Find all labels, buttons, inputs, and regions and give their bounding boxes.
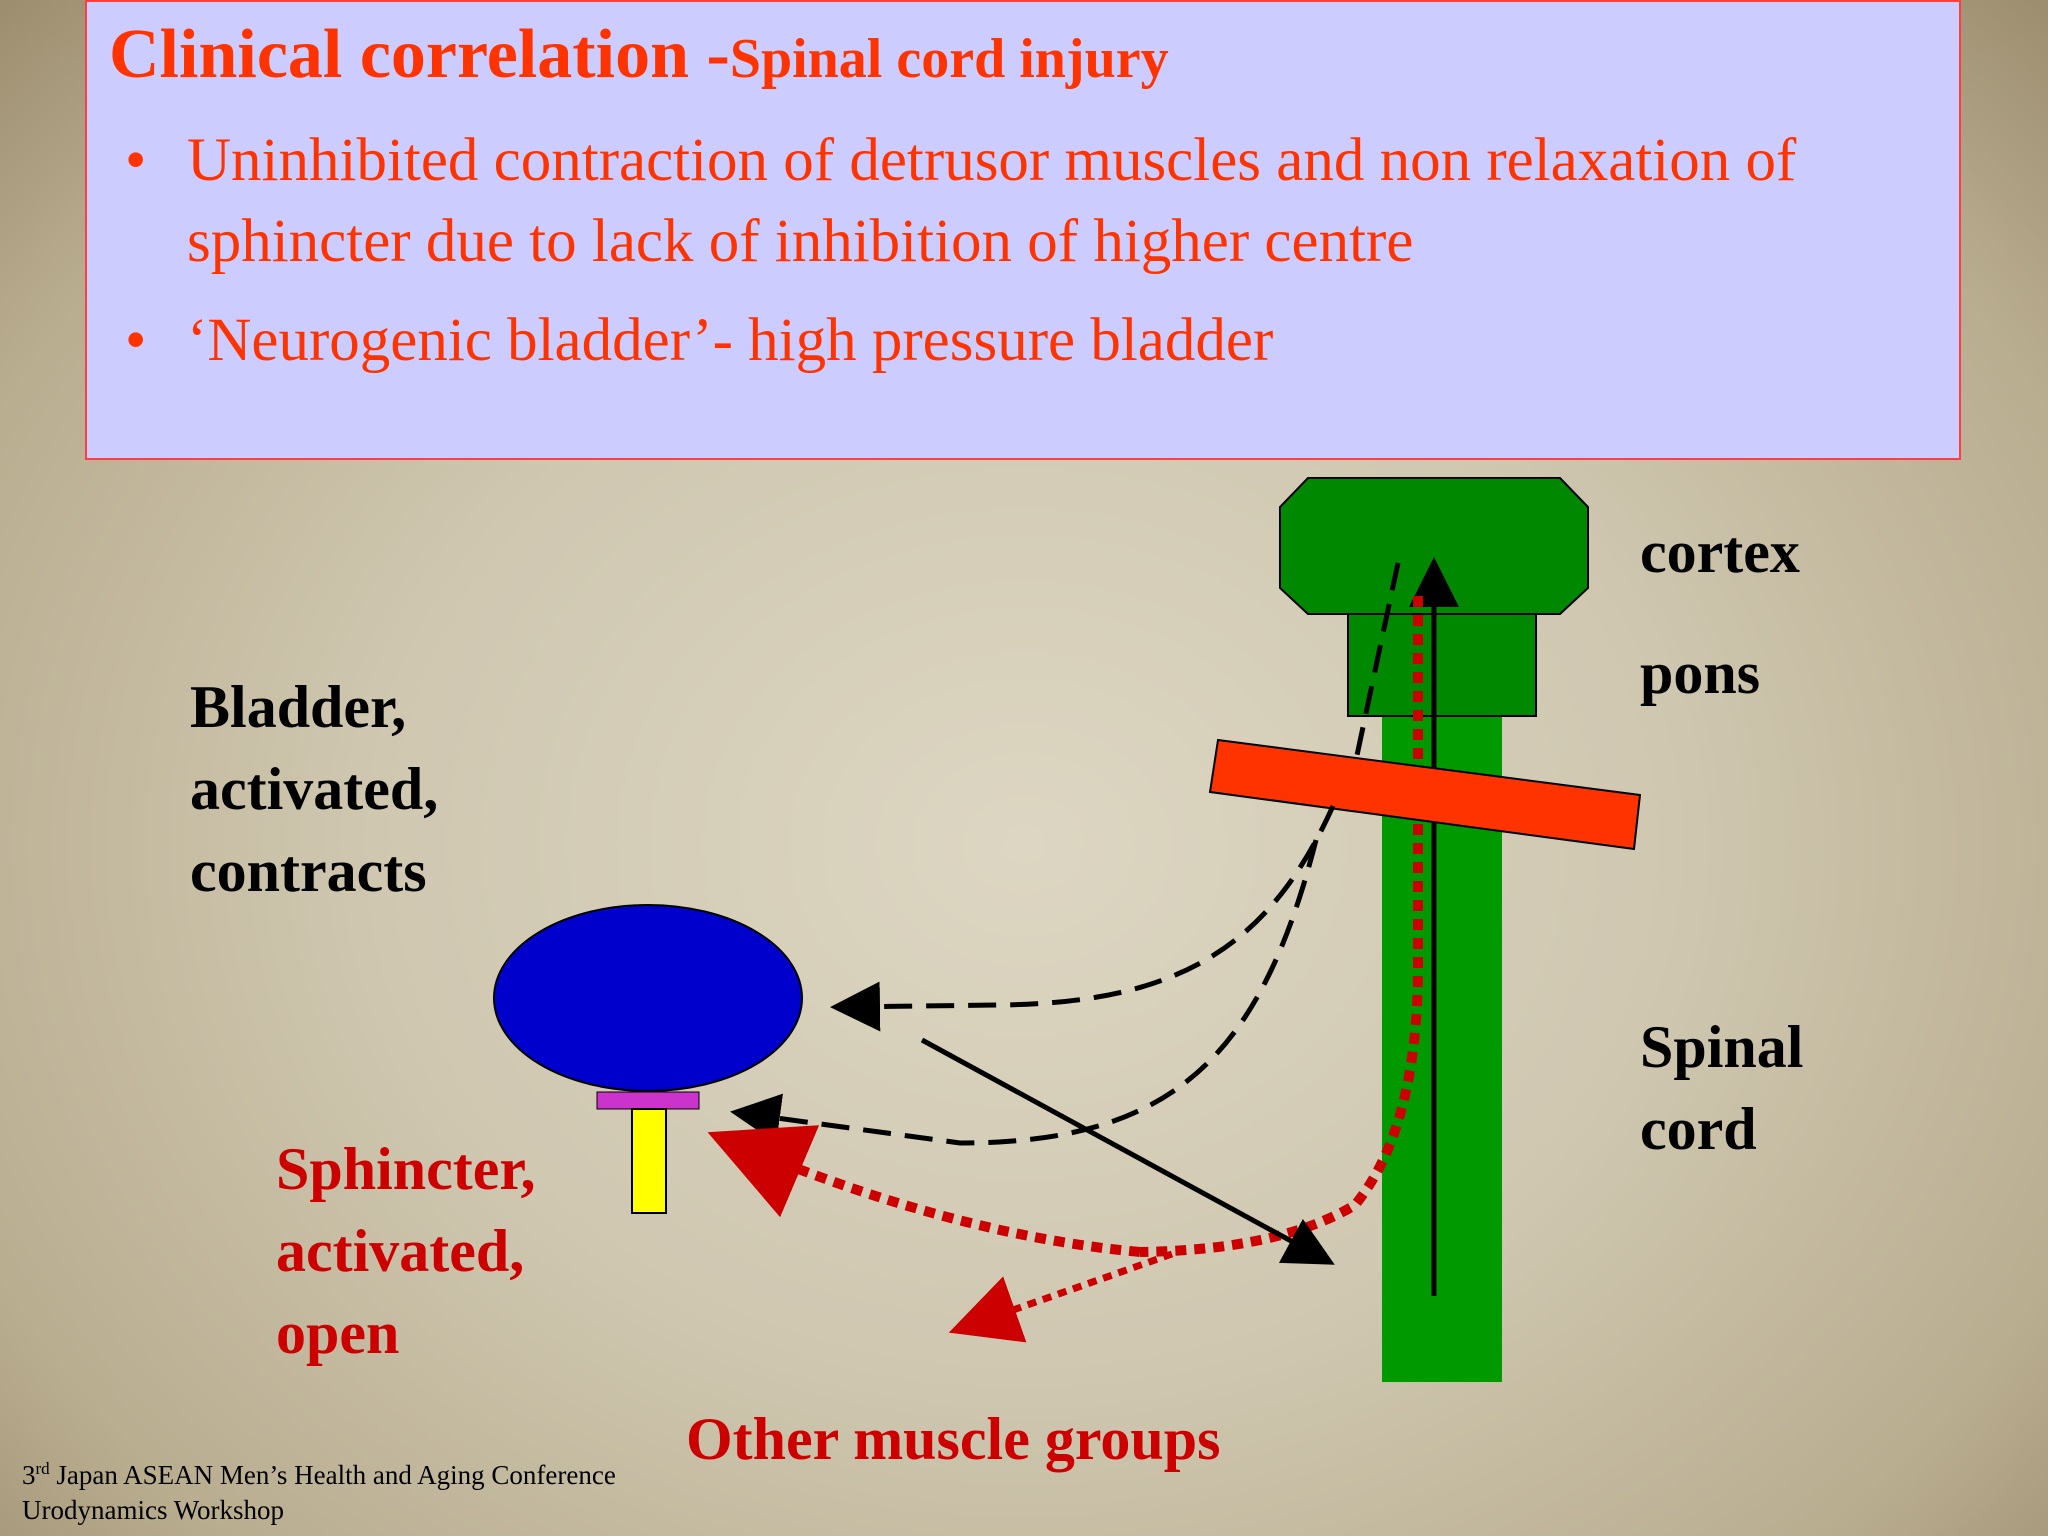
bullet-item: • Uninhibited contraction of detrusor mu…	[107, 120, 1947, 282]
bullet-text: Uninhibited contraction of detrusor musc…	[187, 127, 1797, 275]
pons-label: pons	[1640, 640, 1761, 706]
spinal-cord-label-line2: cord	[1640, 1096, 1757, 1162]
pons-shape	[1347, 611, 1537, 717]
bullet-item: • ‘Neurogenic bladder’- high pressure bl…	[107, 300, 1947, 381]
red-muscle-arrow	[948, 1250, 1174, 1343]
descending-dashed-path	[1353, 562, 1401, 761]
bladder-shape	[493, 904, 803, 1092]
bladder-label-line1: Bladder,	[190, 674, 407, 740]
red-sphincter-arrow	[707, 1125, 1141, 1257]
footer-ordinal-suffix: rd	[35, 1459, 50, 1478]
footer-line1: 3rd Japan ASEAN Men’s Health and Aging C…	[22, 1458, 616, 1493]
cortex-shape	[1279, 477, 1589, 615]
sphincter-label-line3: open	[276, 1300, 400, 1366]
bullet-list: • Uninhibited contraction of detrusor mu…	[107, 120, 1947, 399]
cortex-label: cortex	[1640, 519, 1800, 585]
footer-line2: Urodynamics Workshop	[22, 1495, 285, 1525]
bullet-symbol: •	[125, 127, 147, 194]
bullet-text: ‘Neurogenic bladder’- high pressure blad…	[187, 307, 1274, 374]
sphincter-label-line1: Sphincter,	[276, 1136, 536, 1202]
other-muscles-label: Other muscle groups	[686, 1406, 1221, 1472]
spinal-cord-label-line1: Spinal	[1640, 1014, 1804, 1080]
spinal-lesion-bar	[1208, 738, 1642, 851]
sphincter-label-line2: activated,	[276, 1218, 525, 1284]
bladder-label-line3: contracts	[190, 838, 427, 904]
bladder-label-line2: activated,	[190, 756, 439, 822]
title-main: Clinical correlation -	[109, 16, 730, 93]
footer-ordinal-number: 3	[22, 1460, 36, 1490]
sphincter-dashed-arrow	[730, 839, 1319, 1146]
bullet-symbol: •	[125, 307, 147, 374]
footer-credit: 3rd Japan ASEAN Men’s Health and Aging C…	[22, 1458, 616, 1528]
bladder-dashed-arrow	[830, 804, 1336, 1032]
urethra-shape	[631, 1108, 667, 1214]
title-subtitle: Spinal cord injury	[729, 28, 1169, 90]
sphincter-shape	[596, 1091, 700, 1110]
title-box: Clinical correlation -Spinal cord injury…	[85, 0, 1961, 460]
afferent-solid-arrow	[920, 1037, 1335, 1265]
slide-title: Clinical correlation -Spinal cord injury	[109, 16, 1169, 93]
footer-line1-text: Japan ASEAN Men’s Health and Aging Confe…	[49, 1460, 616, 1490]
red-reflex-pathway	[1139, 596, 1423, 1257]
